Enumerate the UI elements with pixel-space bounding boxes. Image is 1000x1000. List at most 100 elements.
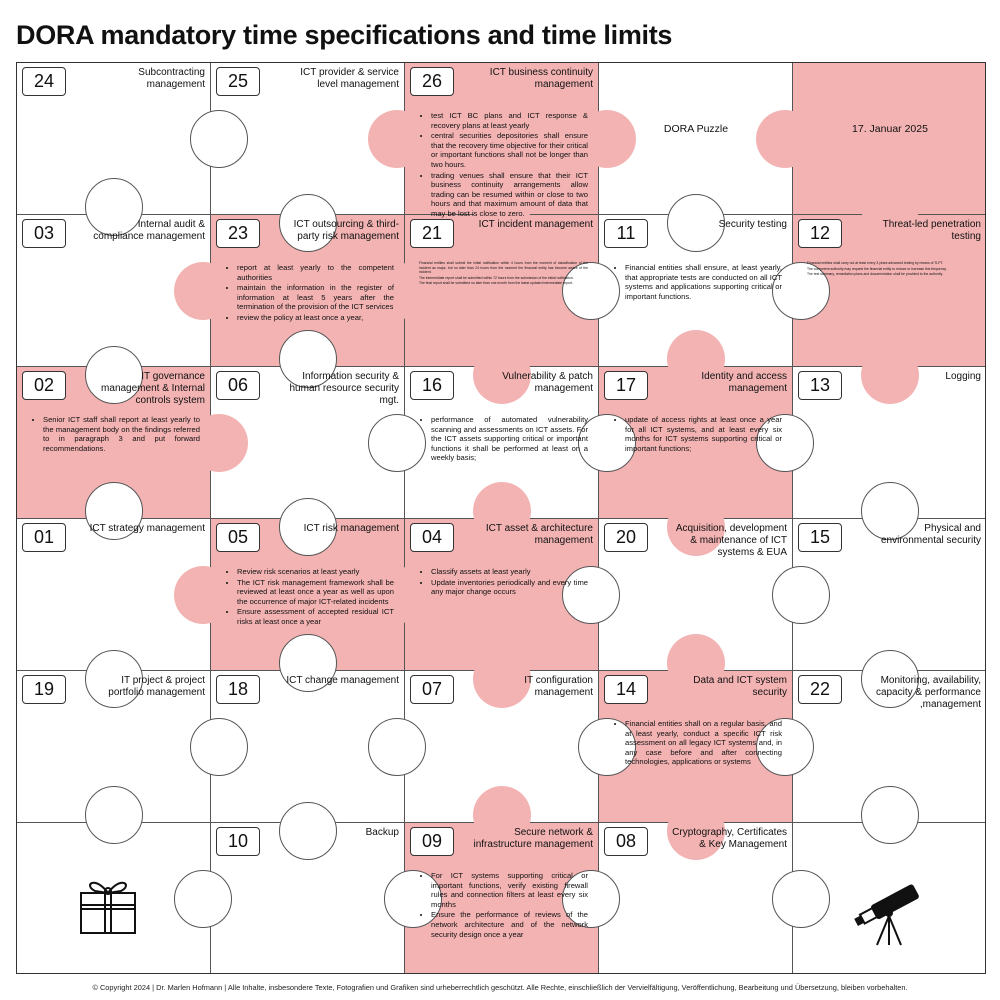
puzzle-tab — [861, 786, 919, 844]
piece-requirements: update of access rights at least once a … — [613, 415, 782, 454]
piece-title: Information security & human resource se… — [289, 371, 400, 406]
piece-title: ICT asset & architecture management — [485, 523, 593, 546]
puzzle-tab — [667, 194, 725, 252]
puzzle-tab — [279, 330, 337, 388]
gift-icon — [75, 871, 141, 942]
piece-requirements: Classify assets at least yearlyUpdate in… — [419, 567, 588, 598]
puzzle-tab — [384, 870, 442, 928]
piece-title: Secure network & infrastructure manageme… — [473, 827, 593, 850]
requirement-text: Financial entities shall submit the init… — [419, 261, 588, 274]
puzzle-tab — [578, 110, 636, 168]
piece-number: 14 — [604, 675, 648, 704]
puzzle-tab — [174, 870, 232, 928]
piece-title: Data and ICT system security — [693, 675, 787, 698]
requirement-item: The ICT risk management framework shall … — [237, 578, 394, 607]
requirement-item: test ICT BC plans and ICT response & rec… — [431, 111, 588, 130]
puzzle-tab — [667, 634, 725, 692]
puzzle-tab — [756, 110, 814, 168]
piece-title: IT configuration management — [524, 675, 593, 698]
puzzle-tab — [562, 870, 620, 928]
piece-number: 05 — [216, 523, 260, 552]
puzzle-piece: 17. Januar 2025 — [793, 63, 985, 215]
piece-number: 19 — [22, 675, 66, 704]
puzzle-tab — [368, 718, 426, 776]
puzzle-tab — [384, 566, 442, 624]
puzzle-tab — [473, 178, 531, 236]
piece-title: ICT change management — [286, 675, 399, 686]
piece-title: Cryptography, Certificates & Key Managem… — [672, 827, 787, 850]
puzzle-piece: 09 Secure network & infrastructure manage… — [405, 823, 599, 973]
requirement-item: Ensure the performance of reviews of the… — [431, 910, 588, 939]
puzzle-tab — [279, 498, 337, 556]
requirement-item: maintain the information in the register… — [237, 283, 394, 312]
piece-title: ICT risk management — [303, 523, 399, 534]
telescope-icon — [851, 883, 931, 954]
puzzle-tab — [85, 650, 143, 708]
piece-number: 20 — [604, 523, 648, 552]
requirement-item: Classify assets at least yearly — [431, 567, 588, 577]
piece-number: 15 — [798, 523, 842, 552]
page-title: DORA mandatory time specifications and t… — [16, 20, 673, 50]
puzzle-tab — [772, 566, 830, 624]
puzzle-tab — [190, 414, 248, 472]
piece-title: Identity and access management — [701, 371, 787, 394]
piece-title: ICT incident management — [478, 219, 593, 230]
piece-number: 06 — [216, 371, 260, 400]
puzzle-tab — [667, 330, 725, 388]
piece-title: Vulnerability & patch management — [502, 371, 593, 394]
puzzle-tab — [85, 786, 143, 844]
requirement-item: trading venues shall ensure that their I… — [431, 171, 588, 219]
piece-title: Backup — [365, 827, 399, 838]
piece-number: 11 — [604, 219, 648, 248]
requirement-item: Senior ICT staff shall report at least y… — [43, 415, 200, 453]
puzzle-tab — [667, 802, 725, 860]
piece-number: 04 — [410, 523, 454, 552]
puzzle-tab — [279, 802, 337, 860]
piece-number: 13 — [798, 371, 842, 400]
piece-title: ICT outsourcing & third-party risk manag… — [293, 219, 399, 242]
piece-title: Monitoring, availability, capacity & per… — [875, 675, 981, 710]
requirement-item: performance of automated vulnerability s… — [431, 415, 588, 463]
puzzle-piece: 04 ICT asset & architecture managementCla… — [405, 519, 599, 671]
requirement-item: For ICT systems supporting critical or i… — [431, 871, 588, 909]
piece-title: Internal audit & compliance management — [93, 219, 205, 242]
requirement-item: Ensure assessment of accepted residual I… — [237, 607, 394, 626]
puzzle-tab — [368, 414, 426, 472]
requirement-item: Financial entities shall ensure, at leas… — [625, 263, 782, 301]
piece-number: 26 — [410, 67, 454, 96]
puzzle-tab — [473, 346, 531, 404]
piece-requirements: Financial entities shall submit the init… — [419, 261, 588, 287]
puzzle-tab — [190, 718, 248, 776]
puzzle-tab — [473, 786, 531, 844]
piece-requirements: Senior ICT staff shall report at least y… — [31, 415, 200, 454]
piece-number: 12 — [798, 219, 842, 248]
piece-title: Security testing — [718, 219, 787, 230]
puzzle-tab — [190, 110, 248, 168]
piece-title: IT project & project portfolio managemen… — [108, 675, 205, 698]
puzzle-tab — [861, 178, 919, 236]
piece-requirements: Review risk scenarios at least yearlyThe… — [225, 567, 394, 628]
puzzle-tab — [562, 566, 620, 624]
puzzle-tab — [578, 718, 636, 776]
requirement-item: report at least yearly to the competent … — [237, 263, 394, 282]
piece-title: Logging — [945, 371, 981, 382]
requirement-text: The test summary, remediation plans and … — [807, 272, 943, 276]
piece-number: 17 — [604, 371, 648, 400]
puzzle-tab — [473, 650, 531, 708]
puzzle-tab — [174, 262, 232, 320]
requirement-item: update of access rights at least once a … — [625, 415, 782, 453]
piece-title: Subcontracting management — [138, 67, 205, 90]
piece-number: 09 — [410, 827, 454, 856]
piece-number: 16 — [410, 371, 454, 400]
piece-number: 24 — [22, 67, 66, 96]
requirement-item: Review risk scenarios at least yearly — [237, 567, 394, 577]
requirement-item: Update inventories periodically and ever… — [431, 578, 588, 597]
piece-number: 25 — [216, 67, 260, 96]
puzzle-tab — [861, 650, 919, 708]
piece-title: DORA Puzzle — [663, 123, 729, 135]
requirement-item: central securities depositories shall en… — [431, 131, 588, 169]
puzzle-tab — [473, 482, 531, 540]
puzzle-tab — [667, 498, 725, 556]
